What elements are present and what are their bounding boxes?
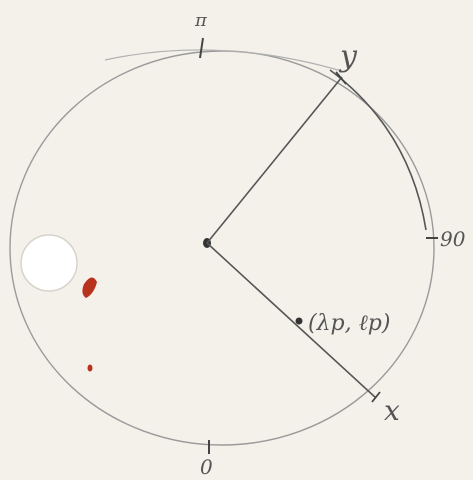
bottom-tick-label: 0 xyxy=(200,455,213,479)
x-axis-line xyxy=(206,242,377,399)
outer-circle xyxy=(9,50,435,446)
y-axis-label: y xyxy=(338,39,358,74)
y-axis-line xyxy=(206,76,343,244)
punch-hole xyxy=(20,234,78,292)
x-axis-end-tick xyxy=(371,391,381,403)
red-mark-large xyxy=(82,277,97,298)
circle-retrace-right xyxy=(329,69,427,231)
top-tick-mark xyxy=(199,37,204,59)
red-mark-small xyxy=(87,364,93,372)
x-axis-label: x xyxy=(384,394,400,427)
top-tick-label: π xyxy=(194,10,208,31)
y-axis-end-tick xyxy=(335,71,347,85)
point-label: (λp, ℓp) xyxy=(308,311,390,336)
marked-point xyxy=(295,317,303,325)
right-tick-label: 90 xyxy=(440,227,466,251)
circle-retrace xyxy=(104,49,346,73)
